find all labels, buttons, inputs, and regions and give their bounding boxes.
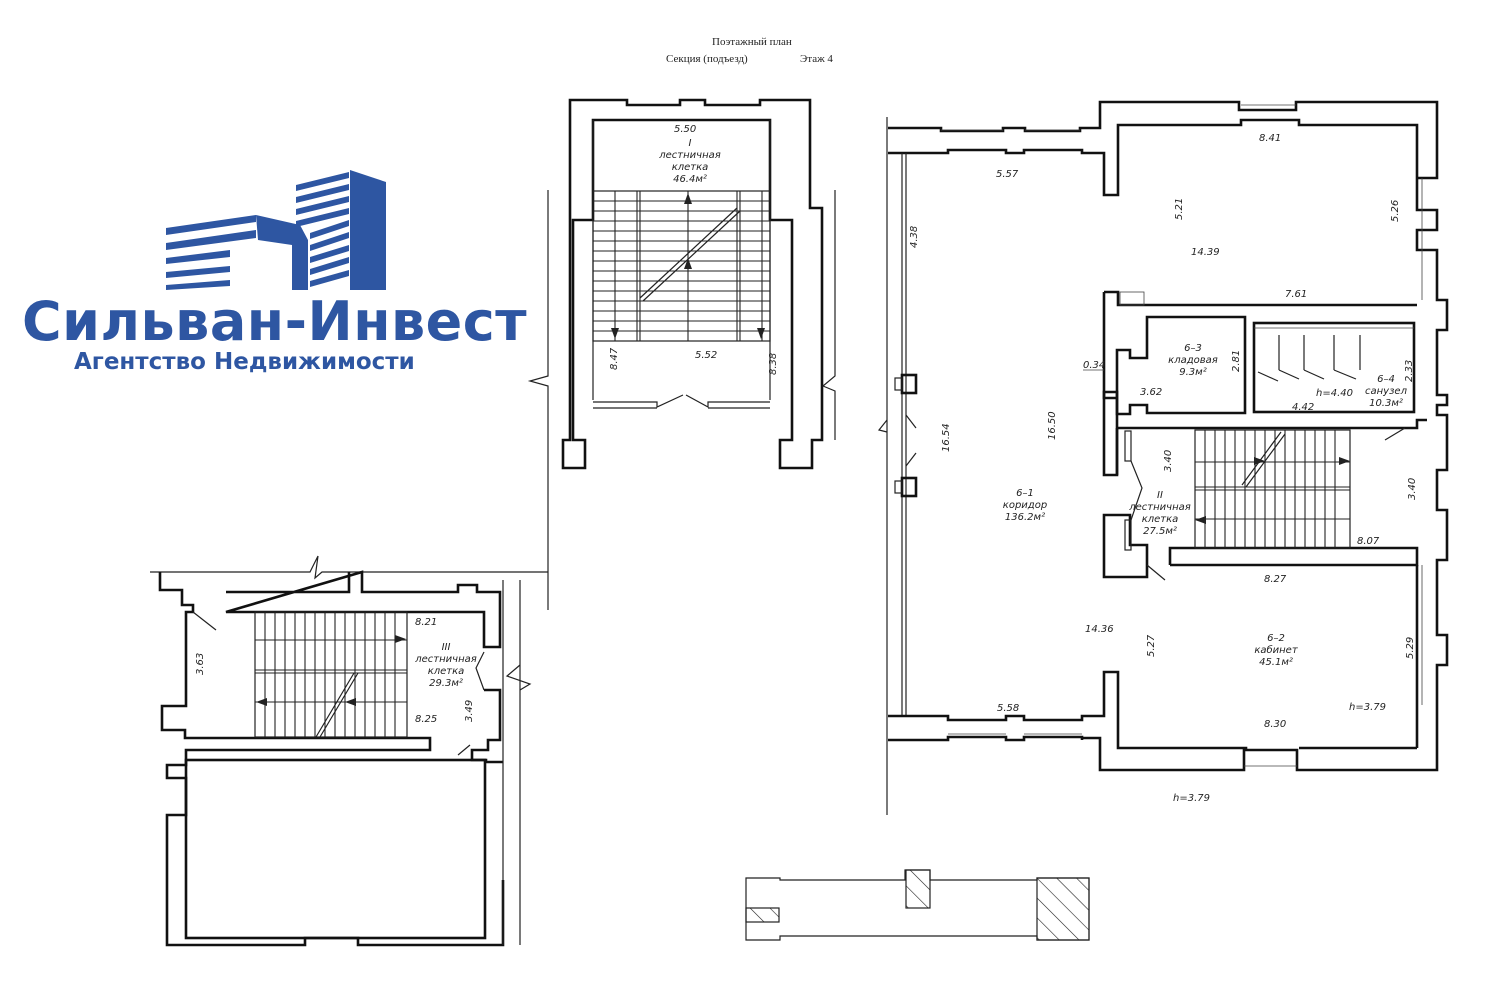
room-name: коридор bbox=[1003, 500, 1047, 511]
stairwell-name: лестничная bbox=[1128, 502, 1191, 513]
dim-office-left: 5.27 bbox=[1146, 634, 1157, 657]
room-code: 6–4 bbox=[1377, 374, 1395, 385]
room-corridor: 6–1 коридор 136.2м² bbox=[1003, 488, 1047, 523]
stairwell-1: 5.50 I лестничная клетка 46.4м² 5.52 8.4… bbox=[527, 98, 836, 610]
dim-upper-len: 14.39 bbox=[1191, 247, 1220, 258]
dim-storage-gap: 0.34 bbox=[1083, 360, 1105, 371]
arrow-left-icon bbox=[1195, 516, 1206, 524]
stair-steps-3 bbox=[254, 611, 408, 738]
stairwell-name2: клетка bbox=[1142, 514, 1179, 525]
dim-wc-height: 2.33 bbox=[1404, 360, 1415, 382]
dim-storage-width: 3.62 bbox=[1140, 387, 1162, 398]
plan-header: Поэтажный план Секция (подъезд) Этаж 4 bbox=[666, 36, 833, 65]
dim-corr-left-top: 4.38 bbox=[909, 226, 920, 248]
stairwell-area: 29.3м² bbox=[429, 678, 463, 689]
building-key-schematic bbox=[745, 869, 1090, 941]
company-tagline: Агентство Недвижимости bbox=[74, 349, 415, 375]
dim-top: 8.21 bbox=[415, 617, 437, 628]
dim-wc-width: 4.42 bbox=[1292, 402, 1314, 413]
dim-right: 8.38 bbox=[768, 353, 779, 375]
stairwell-number: I bbox=[689, 138, 692, 149]
stairwell-name2: клетка bbox=[672, 162, 709, 173]
stair-steps-2 bbox=[1194, 429, 1351, 549]
room-office: 6–2 кабинет 45.1м² bbox=[1254, 633, 1299, 668]
arrow-right-icon bbox=[1254, 457, 1265, 465]
room-area: 136.2м² bbox=[1005, 512, 1045, 523]
plan-title: Поэтажный план bbox=[712, 36, 792, 48]
dim-office-len: 14.36 bbox=[1085, 624, 1114, 635]
room-area: 10.3м² bbox=[1369, 398, 1403, 409]
dim-corr-mid: 16.50 bbox=[1047, 411, 1058, 440]
dim-left: 3.63 bbox=[195, 653, 206, 675]
arrow-down-icon bbox=[611, 328, 619, 339]
dim-office-top: 8.27 bbox=[1264, 574, 1287, 585]
section-label: Секция (подъезд) bbox=[666, 53, 748, 65]
dim-floor-h: h=3.79 bbox=[1173, 793, 1210, 804]
stairwell-name: лестничная bbox=[414, 654, 477, 665]
dimension-labels: 5.57 4.38 16.54 16.50 5.58 8.41 5.21 5.2… bbox=[909, 133, 1416, 804]
dim-left: 8.47 bbox=[609, 347, 620, 370]
arrow-left-icon bbox=[345, 698, 356, 706]
dim-storage-height: 2.81 bbox=[1231, 350, 1242, 372]
floor-label: Этаж 4 bbox=[800, 53, 833, 65]
dim-top: 5.50 bbox=[674, 124, 696, 135]
stairwell-name2: клетка bbox=[428, 666, 465, 677]
dim-right: 3.49 bbox=[464, 700, 475, 722]
room-name: кабинет bbox=[1254, 644, 1299, 656]
dim-upper-right: 5.26 bbox=[1390, 200, 1401, 222]
dim-bottom: 5.52 bbox=[695, 350, 717, 361]
arrow-right-icon bbox=[1339, 457, 1350, 465]
stairwell-3: 8.21 III лестничная клетка 29.3м² 8.25 3… bbox=[150, 555, 548, 947]
dim-corr-top: 5.57 bbox=[996, 169, 1019, 180]
dim-upper-bottom: 7.61 bbox=[1285, 289, 1307, 300]
dim-office-right: 5.29 bbox=[1405, 637, 1416, 659]
arrow-right-icon bbox=[395, 635, 406, 643]
dim-wc-h: h=4.40 bbox=[1316, 388, 1353, 399]
stair-steps bbox=[593, 191, 770, 341]
room-code: 6–1 bbox=[1016, 488, 1034, 499]
room-code: 6–3 bbox=[1184, 343, 1202, 354]
stairwell-area: 27.5м² bbox=[1143, 526, 1177, 537]
stairwell-number: III bbox=[442, 642, 451, 653]
dim-left: 3.40 bbox=[1163, 450, 1174, 472]
dim-corr-bottom: 5.58 bbox=[997, 703, 1019, 714]
arrow-down-icon bbox=[757, 328, 765, 339]
room-code: 6–2 bbox=[1267, 633, 1285, 644]
arrow-up-icon bbox=[684, 258, 692, 269]
dim-upper-left: 5.21 bbox=[1174, 198, 1185, 220]
arrow-left-icon bbox=[256, 698, 267, 706]
company-logo: Сильван-Инвест Агентство Недвижимости bbox=[22, 170, 527, 375]
dim-bottom: 8.25 bbox=[415, 714, 437, 725]
stairwell-area: 46.4м² bbox=[673, 174, 707, 185]
stairwell-2: II лестничная клетка 27.5м² 3.40 3.40 8.… bbox=[1128, 450, 1418, 547]
room-area: 45.1м² bbox=[1259, 657, 1293, 668]
stairwell-number: II bbox=[1157, 490, 1163, 501]
stairwell-name: лестничная bbox=[658, 150, 721, 161]
room-name: кладовая bbox=[1168, 355, 1218, 366]
buildings-logo-icon bbox=[166, 170, 386, 290]
company-name: Сильван-Инвест bbox=[22, 290, 527, 353]
main-block: 6–1 коридор 136.2м² 6–2 кабинет 45.1м² 6… bbox=[877, 100, 1449, 815]
dim-office-h: h=3.79 bbox=[1349, 702, 1386, 713]
dim-bottom: 8.07 bbox=[1357, 536, 1380, 547]
dim-corr-left: 16.54 bbox=[941, 423, 952, 452]
room-name: санузел bbox=[1365, 386, 1408, 397]
dim-office-bottom: 8.30 bbox=[1264, 719, 1286, 730]
room-area: 9.3м² bbox=[1179, 367, 1206, 378]
dim-upper-top: 8.41 bbox=[1259, 133, 1281, 144]
arrow-up-icon bbox=[684, 193, 692, 204]
room-wc: 6–4 санузел 10.3м² bbox=[1365, 374, 1408, 409]
room-storage: 6–3 кладовая 9.3м² bbox=[1168, 343, 1218, 378]
dim-right: 3.40 bbox=[1407, 478, 1418, 500]
